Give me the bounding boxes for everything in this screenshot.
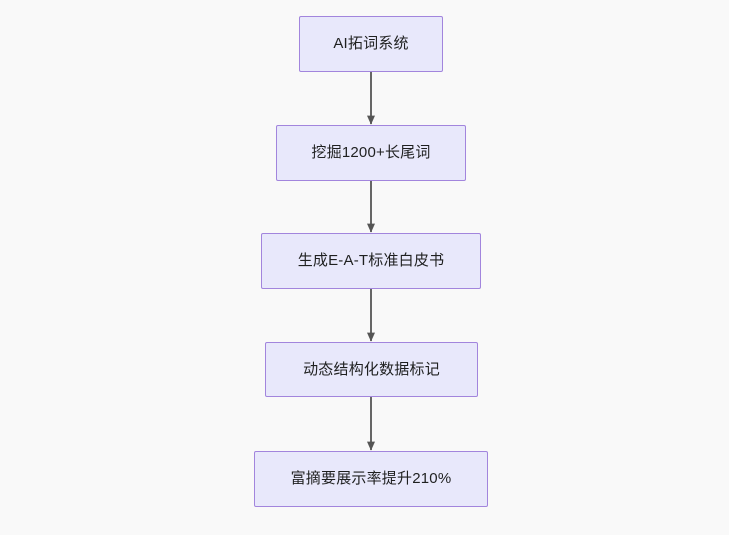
flowchart-node-generate-eat-whitepaper[interactable]: 生成E-A-T标准白皮书 [261,233,481,289]
flowchart-node-mine-longtail-keywords[interactable]: 挖掘1200+长尾词 [276,125,466,181]
flowchart-node-dynamic-structured-data-markup[interactable]: 动态结构化数据标记 [265,342,478,397]
flowchart-node-label: 挖掘1200+长尾词 [311,144,431,161]
flowchart-node-ai-keyword-system[interactable]: AI拓词系统 [299,16,443,72]
flowchart-node-label: 生成E-A-T标准白皮书 [297,252,445,269]
flowchart-node-label: 富摘要展示率提升210% [290,470,452,487]
flowchart-node-label: AI拓词系统 [333,35,409,52]
flowchart-node-label: 动态结构化数据标记 [303,360,440,378]
flowchart-node-rich-snippet-impression-lift[interactable]: 富摘要展示率提升210% [254,451,488,507]
